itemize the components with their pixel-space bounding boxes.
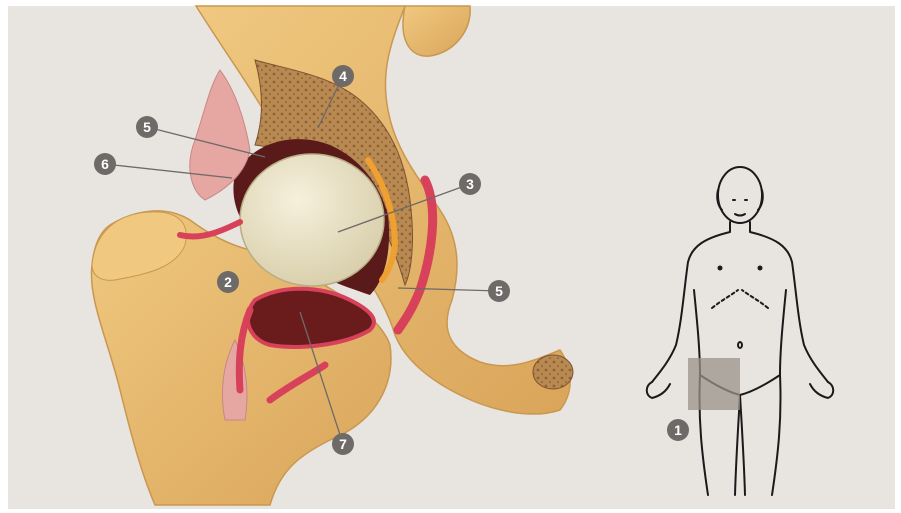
body-outline	[647, 167, 834, 495]
marker-5-upper-label: 5	[143, 119, 151, 135]
marker-2: 2	[217, 271, 239, 293]
marker-6: 6	[94, 153, 116, 175]
marker-4-label: 4	[339, 68, 347, 84]
marker-2-label: 2	[224, 274, 232, 290]
ischium-cut	[533, 355, 573, 389]
marker-6-label: 6	[101, 156, 109, 172]
marker-5-lower-label: 5	[495, 283, 503, 299]
marker-5-upper: 5	[136, 116, 158, 138]
marker-7: 7	[332, 433, 354, 455]
synovial-membrane-lower	[248, 289, 374, 347]
marker-7-label: 7	[339, 436, 347, 452]
marker-3-label: 3	[466, 176, 474, 192]
hip-region-highlight	[688, 358, 740, 410]
nipple-right	[758, 266, 763, 271]
marker-4: 4	[332, 65, 354, 87]
iliac-crest	[403, 6, 470, 56]
marker-1: 1	[667, 419, 689, 441]
marker-3: 3	[459, 173, 481, 195]
marker-1-label: 1	[674, 422, 682, 438]
femoral-head	[240, 154, 384, 286]
marker-5-lower: 5	[488, 280, 510, 302]
nipple-left	[718, 266, 723, 271]
